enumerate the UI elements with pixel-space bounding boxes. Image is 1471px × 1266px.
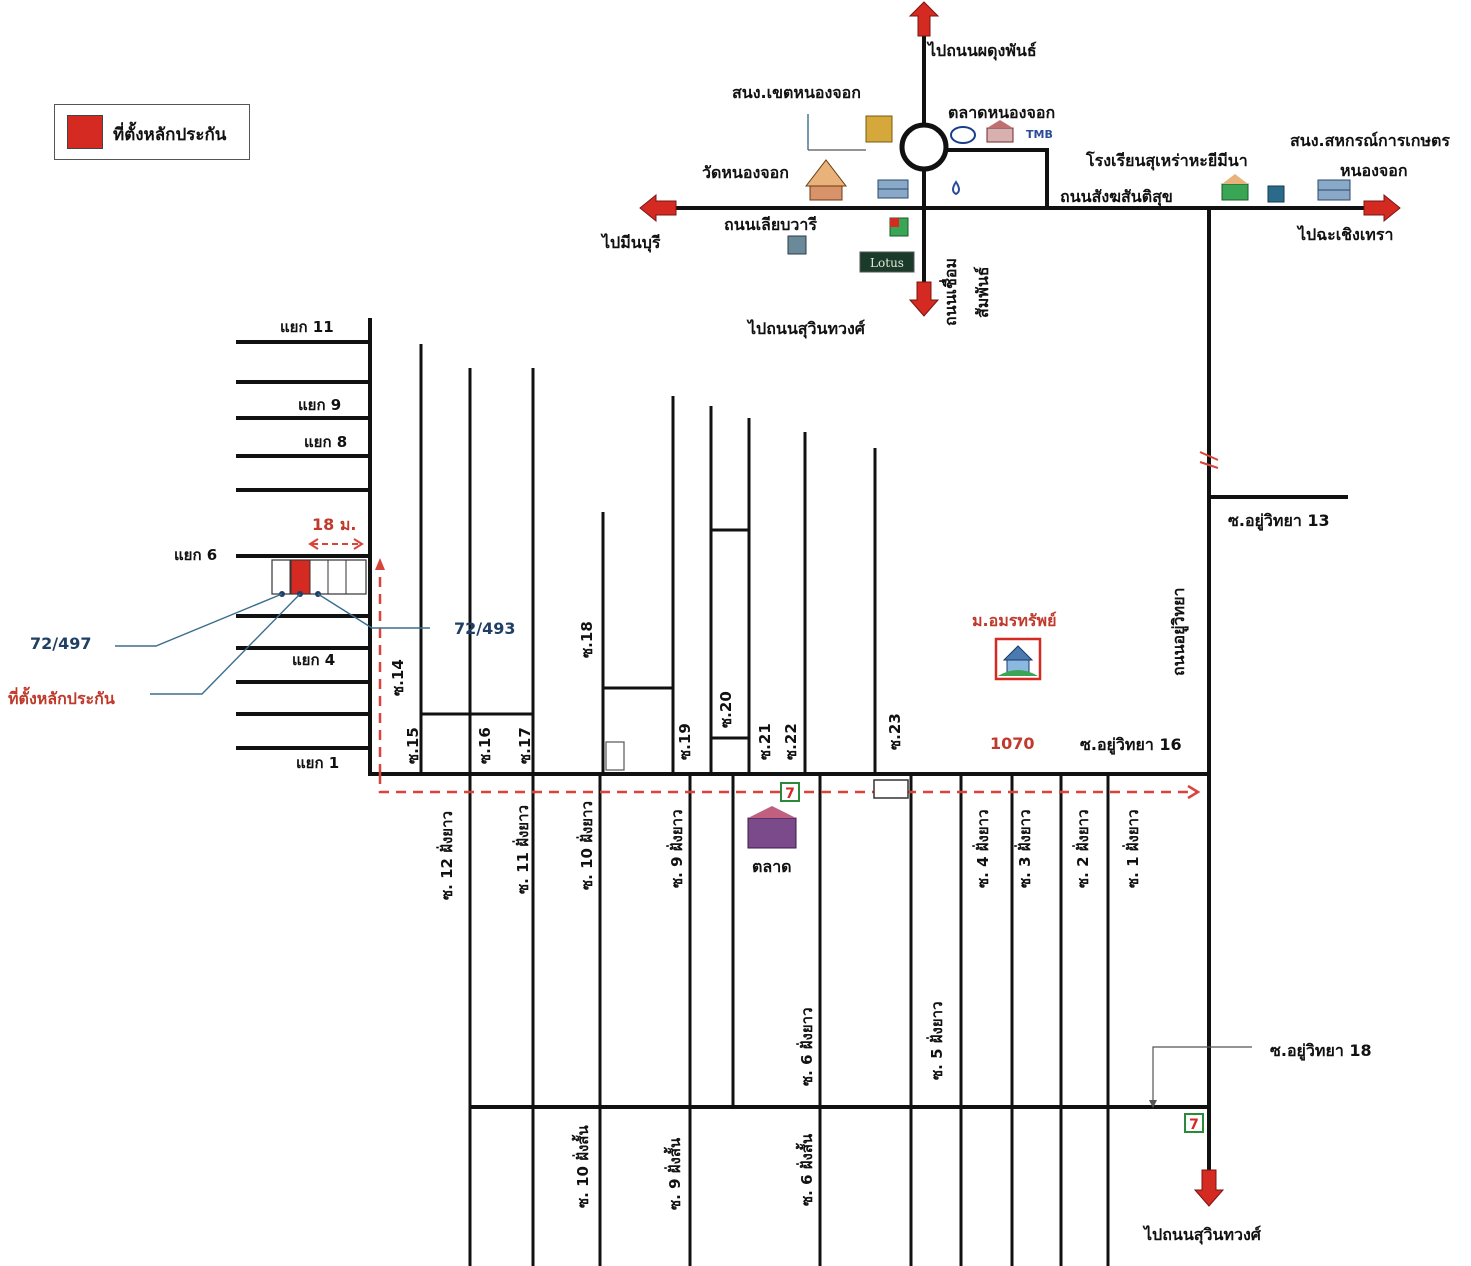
collateral-legend-swatch bbox=[67, 115, 103, 149]
roundabout bbox=[899, 122, 949, 172]
leader-72-493 bbox=[317, 593, 430, 629]
leader-soi-18 bbox=[1152, 1046, 1252, 1104]
dest-east-label: ไปฉะเชิงเทรา bbox=[1296, 225, 1393, 244]
small-building bbox=[605, 741, 625, 771]
building-outline bbox=[873, 779, 909, 799]
house-number-72-493: 72/493 bbox=[454, 619, 516, 638]
arrow-south-top bbox=[908, 281, 940, 317]
road-yuwitthaya-label: ถนนอยู่วิทยา bbox=[1169, 588, 1190, 676]
road-liapwari-label: ถนนเลียบวารี bbox=[724, 215, 817, 234]
school-label: โรงเรียนสุเหร่าหะยีมีนา bbox=[1085, 150, 1248, 171]
soi-10-fangsan-label: ซ. 10 ฝั่งสั้น bbox=[571, 1125, 592, 1208]
district-office-icon bbox=[865, 115, 893, 143]
route-main-segment bbox=[378, 774, 1196, 794]
water-drop-icon bbox=[952, 180, 960, 196]
soi-21-label: ซ.21 bbox=[756, 723, 774, 760]
road-sangsansuk-label: ถนนสังฆสันติสุข bbox=[1060, 187, 1173, 207]
market-nongchok-label: ตลาดหนองจอก bbox=[948, 103, 1055, 122]
bank-building-icon bbox=[986, 120, 1014, 143]
soi-13-yuwitthaya-label: ซ.อยู่วิทยา 13 bbox=[1228, 511, 1330, 532]
road-chueam-label-2: สัมพันธ์ bbox=[973, 266, 992, 318]
arrow-west bbox=[639, 193, 677, 223]
dest-north-label: ไปถนนผดุงพันธ์ bbox=[926, 41, 1037, 61]
branch-8-label: แยก 8 bbox=[304, 433, 347, 451]
arrow-north bbox=[908, 1, 940, 37]
branch-4-label: แยก 4 bbox=[292, 651, 335, 669]
soi-6-fangyao-label: ซ. 6 ฝั่งยาว bbox=[796, 1007, 816, 1086]
legend-label: ที่ตั้งหลักประกัน bbox=[113, 125, 227, 145]
distance-label: 18 ม. bbox=[312, 515, 356, 534]
village-label: ม.อมรทรัพย์ bbox=[972, 611, 1056, 630]
soi-5-fangyao-label: ซ. 5 ฝั่งยาว bbox=[926, 1001, 946, 1080]
soi-16-label: ซ.16 bbox=[476, 727, 494, 764]
arrow-east bbox=[1363, 193, 1401, 223]
road-market-loop bbox=[946, 148, 1049, 208]
seven-eleven-icon-south: 7 bbox=[1184, 1113, 1204, 1133]
soi-11-fangyao-label: ซ. 11 ฝั่งยาว bbox=[512, 805, 532, 894]
soi-15-label: ซ.15 bbox=[404, 727, 422, 764]
market-label: ตลาด bbox=[752, 857, 792, 876]
bank-logo-icon bbox=[787, 235, 807, 255]
leader-72-497 bbox=[115, 593, 283, 647]
seven-eleven-icon-main: 7 bbox=[780, 782, 800, 802]
leader-collateral bbox=[150, 593, 301, 695]
coop-label-line2: หนองจอก bbox=[1340, 161, 1408, 180]
plot-lots bbox=[271, 559, 367, 597]
branch-9-label: แยก 9 bbox=[298, 396, 341, 414]
soi-18-label: ซ.18 bbox=[578, 621, 596, 658]
soi-6-fangsan-label: ซ. 6 ฝั่งสั้น bbox=[795, 1133, 816, 1206]
soi-18-yuwitthaya-label: ซ.อยู่วิทยา 18 bbox=[1270, 1041, 1372, 1062]
arrow-south-bottom bbox=[1193, 1169, 1225, 1207]
soi-4-fangyao-label: ซ. 4 ฝั่งยาว bbox=[972, 809, 992, 888]
market-icon bbox=[747, 806, 797, 849]
soi-9-fangsan-label: ซ. 9 ฝั่งสั้น bbox=[663, 1137, 684, 1210]
dest-west-label: ไปมีนบุรี bbox=[600, 233, 661, 253]
branch-11-label: แยก 11 bbox=[280, 318, 334, 336]
house-number-72-497: 72/497 bbox=[30, 634, 92, 653]
soi-19-label: ซ.19 bbox=[676, 723, 694, 760]
office-building-icon bbox=[877, 179, 909, 199]
dest-south-top-label: ไปถนนสุวินทวงศ์ bbox=[746, 319, 866, 339]
coop-logo-icon bbox=[1267, 185, 1285, 203]
lotus-logo-icon: Lotus bbox=[859, 251, 915, 273]
temple-label: วัดหนองจอก bbox=[702, 163, 789, 182]
school-icon bbox=[1221, 174, 1249, 201]
soi-22-label: ซ.22 bbox=[782, 723, 800, 760]
soi-10-fangyao-label: ซ. 10 ฝั่งยาว bbox=[576, 801, 596, 890]
district-office-label: สนง.เขตหนองจอก bbox=[732, 83, 861, 102]
coop-label-line1: สนง.สหกรณ์การเกษตร bbox=[1290, 131, 1450, 150]
esso-logo-icon bbox=[950, 126, 976, 144]
village-house-icon bbox=[994, 637, 1042, 681]
collateral-location-label: ที่ตั้งหลักประกัน bbox=[8, 686, 115, 708]
soi-2-fangyao-label: ซ. 2 ฝั่งยาว bbox=[1072, 809, 1092, 888]
tmb-logo-text: TMB bbox=[1026, 128, 1053, 141]
map-legend: ที่ตั้งหลักประกัน bbox=[54, 104, 250, 160]
soi-23-label: ซ.23 bbox=[886, 713, 904, 750]
coop-building-icon bbox=[1317, 179, 1351, 201]
svg-text:7: 7 bbox=[785, 786, 795, 802]
soi-3-fangyao-label: ซ. 3 ฝั่งยาว bbox=[1014, 809, 1034, 888]
svg-text:Lotus: Lotus bbox=[870, 256, 904, 270]
dest-south-bottom-label: ไปถนนสุวินทวงศ์ bbox=[1142, 1225, 1262, 1245]
soi-1-fangyao-label: ซ. 1 ฝั่งยาว bbox=[1122, 809, 1142, 888]
soi-9-fangyao-label: ซ. 9 ฝั่งยาว bbox=[666, 809, 686, 888]
number-1070-label: 1070 bbox=[990, 734, 1035, 753]
branch-6-label: แยก 6 bbox=[174, 546, 217, 564]
svg-text:7: 7 bbox=[1189, 1117, 1199, 1133]
soi-17-label: ซ.17 bbox=[516, 727, 534, 764]
soi-16-yuwitthaya-label: ซ.อยู่วิทยา 16 bbox=[1080, 735, 1182, 756]
soi-12-fangyao-label: ซ. 12 ฝั่งยาว bbox=[436, 811, 456, 900]
temple-icon bbox=[804, 159, 848, 201]
soi-14-label: ซ.14 bbox=[389, 659, 407, 696]
collateral-plot-marker bbox=[290, 559, 311, 595]
branch-1-label: แยก 1 bbox=[296, 754, 339, 772]
road-break-mark bbox=[1199, 451, 1219, 469]
soi-20-label: ซ.20 bbox=[717, 691, 735, 728]
road-chueam-label-1: ถนนเชื่อม bbox=[939, 258, 960, 326]
